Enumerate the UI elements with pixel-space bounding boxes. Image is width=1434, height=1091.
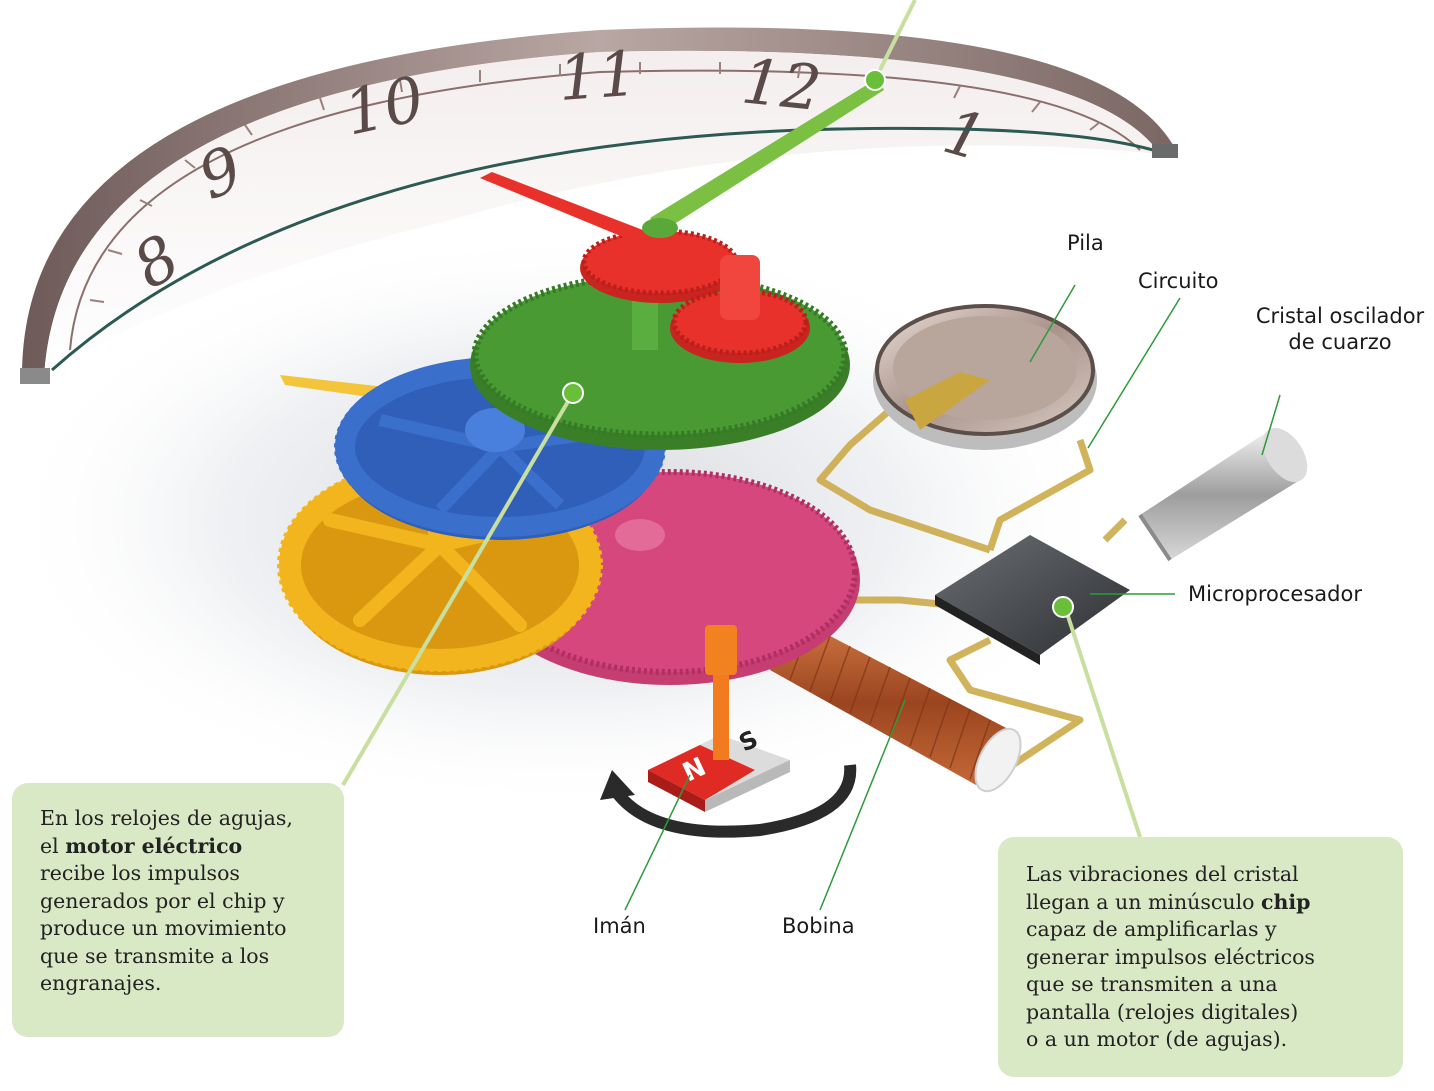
callout-chip-line6: pantalla (relojes digitales)	[1026, 999, 1393, 1027]
label-bobina: Bobina	[782, 913, 855, 939]
callout-motor-bold: motor eléctrico	[65, 834, 242, 858]
callout-motor-line2: el motor eléctrico	[40, 833, 334, 861]
label-cristal-line2: de cuarzo	[1250, 329, 1430, 355]
dial-number-11: 11	[556, 37, 640, 115]
dot-clock-hand	[865, 70, 885, 90]
callout-chip-line1: Las vibraciones del cristal	[1026, 861, 1393, 889]
callout-motor-line7: engranajes.	[40, 970, 334, 998]
quartz-crystal	[1140, 420, 1316, 560]
callout-chip-bold: chip	[1261, 890, 1311, 914]
label-cristal-line1: Cristal oscilador	[1250, 303, 1430, 329]
callout-motor-line6: que se transmite a los	[40, 943, 334, 971]
callout-chip-line2-pre: llegan a un minúsculo	[1026, 890, 1261, 914]
callout-motor-line2-pre: el	[40, 834, 65, 858]
label-microprocesador: Microprocesador	[1188, 581, 1362, 607]
callout-chip-line3: capaz de amplificarlas y	[1026, 916, 1393, 944]
label-circuito: Circuito	[1138, 268, 1218, 294]
callout-chip-line7: o a un motor (de agujas).	[1026, 1026, 1393, 1054]
leader-circuito	[1088, 298, 1180, 448]
label-iman: Imán	[593, 913, 646, 939]
dot-chip	[1053, 597, 1073, 617]
dial-number-12: 12	[738, 44, 824, 125]
callout-chip-line4: generar impulsos eléctricos	[1026, 944, 1393, 972]
callout-chip-line2: llegan a un minúsculo chip	[1026, 889, 1393, 917]
callout-motor-line1: En los relojes de agujas,	[40, 805, 334, 833]
dot-gear	[563, 383, 583, 403]
label-cristal: Cristal oscilador de cuarzo	[1250, 303, 1430, 355]
callout-motor: En los relojes de agujas, el motor eléct…	[12, 783, 344, 1037]
callout-motor-line3: recibe los impulsos	[40, 860, 334, 888]
callout-chip: Las vibraciones del cristal llegan a un …	[998, 837, 1403, 1077]
callout-motor-line5: produce un movimiento	[40, 915, 334, 943]
battery	[873, 306, 1097, 450]
label-pila: Pila	[1067, 230, 1104, 256]
callout-motor-line4: generados por el chip y	[40, 888, 334, 916]
callout-chip-line5: que se transmiten a una	[1026, 971, 1393, 999]
